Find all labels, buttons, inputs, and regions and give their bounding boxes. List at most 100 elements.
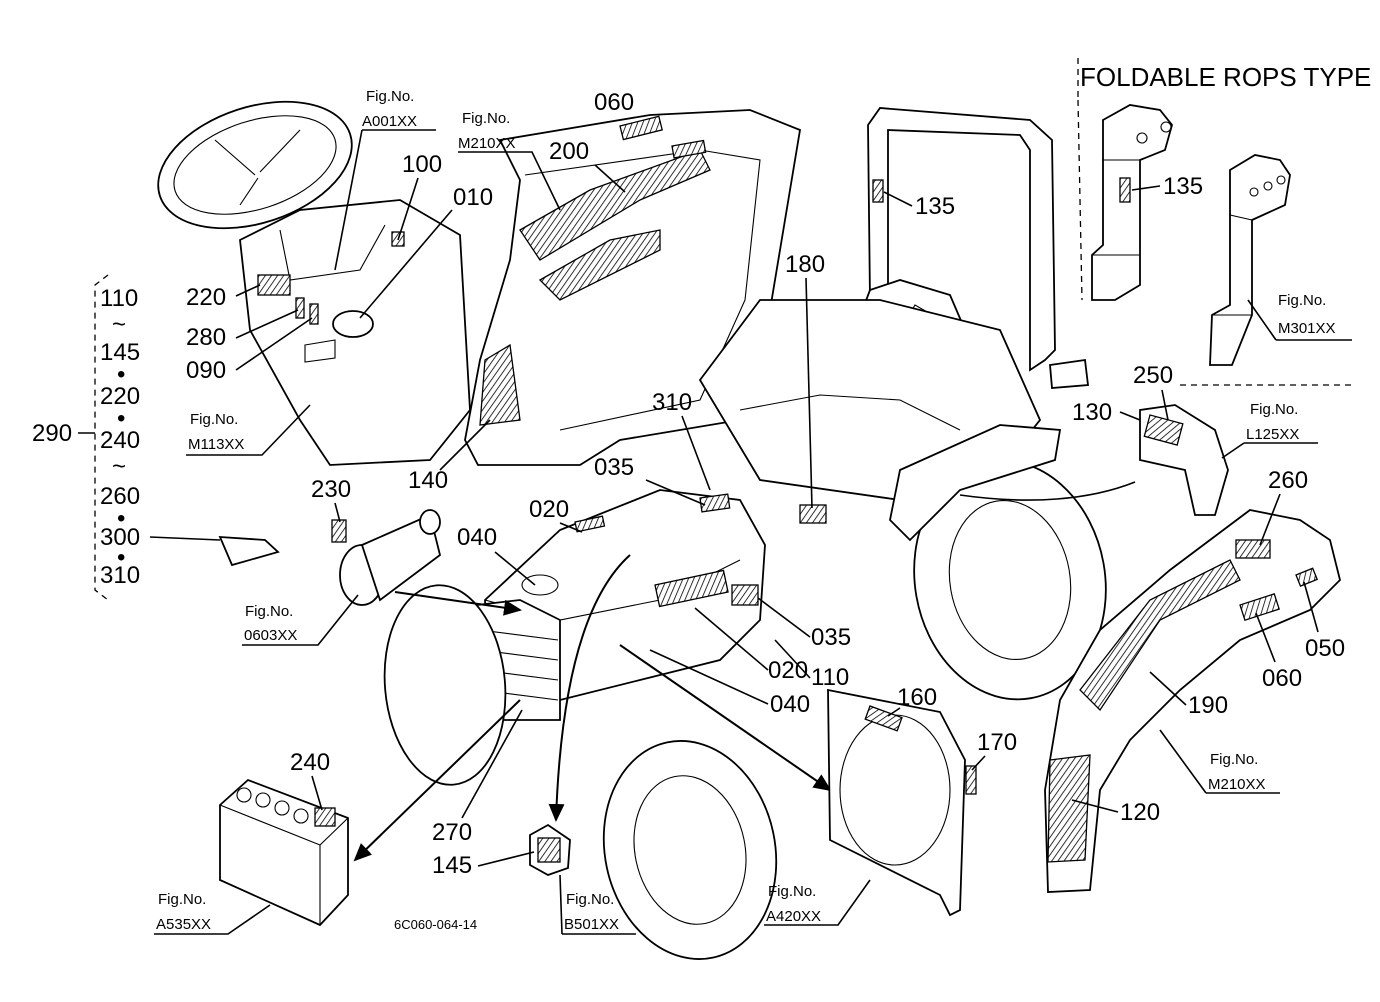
group-item-10: 300 [100,524,140,551]
decal-260 [1235,539,1271,559]
part-label-120: 120 [1120,799,1160,826]
part-label-130: 130 [1072,399,1112,426]
fig-caption-a420: Fig.No. [768,883,816,900]
part-label-100: 100 [402,151,442,178]
decal-170 [965,765,977,795]
decal-145 [537,837,561,863]
fig-ref-m210-top: M210XX [458,135,516,152]
part-label-200: 200 [549,138,589,165]
manual-card [218,536,280,567]
group-290: 290 110 ~ 145 • 220 • 240 ~ 260 • 300 • … [32,274,280,601]
part-label-035-top: 035 [594,454,634,481]
leader-b501 [559,874,636,935]
leader-curve-l125 [959,481,1136,501]
fig-caption-0603: Fig.No. [245,603,293,620]
fig-caption-b501: Fig.No. [566,891,614,908]
part-label-220: 220 [186,284,226,311]
decal-140 [479,343,521,426]
leader-a535 [154,904,271,935]
drawing-number: 6C060-064-14 [394,917,477,932]
fig-ref-a535: A535XX [156,916,211,933]
group-item-11: • [117,544,125,571]
group-item-1: ~ [112,311,126,338]
decal-020-top [574,515,606,533]
arrow-b501 [548,554,631,822]
decal-230 [331,519,347,543]
leader-a420 [764,879,871,926]
fig-ref-m210-right: M210XX [1208,776,1266,793]
head-lamp [331,509,442,606]
decal-060-top [619,115,663,141]
group-item-7: ~ [112,453,126,480]
fig-ref-0603: 0603XX [244,627,297,644]
part-label-145: 145 [432,852,472,879]
part-label-050: 050 [1305,635,1345,662]
group-item-9: • [117,505,125,532]
part-label-180: 180 [785,251,825,278]
part-label-040-top: 040 [457,524,497,551]
decal-035-top [699,493,731,513]
arrow-a535 [353,699,521,862]
fig-ref-m113: M113XX [188,436,244,453]
part-label-250: 250 [1133,362,1173,389]
front-wheel-left [383,584,507,786]
leader-m210-top [458,151,561,211]
part-label-310: 310 [652,389,692,416]
fig-ref-m301: M301XX [1278,320,1336,337]
part-label-140: 140 [408,467,448,494]
decal-040-bottom [654,569,729,608]
decal-160 [864,705,903,732]
decal-135 [872,179,884,203]
part-label-020-bottom: 020 [768,657,808,684]
fig-caption-m301: Fig.No. [1278,292,1326,309]
part-label-290: 290 [32,420,72,447]
decal-190 [1079,559,1241,712]
group-item-4: 220 [100,383,140,410]
fig-ref-a420: A420XX [766,908,821,925]
fig-ref-l125: L125XX [1246,426,1299,443]
group-item-5: • [117,405,125,432]
decal-050 [1295,567,1319,587]
leader-0603 [242,594,359,646]
part-label-160: 160 [897,684,937,711]
arrow-a420 [619,644,832,792]
decal-240 [314,807,336,827]
rear-fender [889,424,1062,542]
part-label-230: 230 [311,476,351,503]
decal-120 [1047,754,1091,863]
decal-035-bottom [731,584,759,606]
leader-m210-right [1159,729,1280,794]
front-hood [476,489,766,721]
part-label-135: 135 [915,193,955,220]
fig-ref-a001: A001XX [362,113,417,130]
foldable-rops-inset: FOLDABLE ROPS TYPE 135 Fig.No. M301XX [1077,58,1371,386]
part-label-170: 170 [977,729,1017,756]
part-label-040-bottom: 040 [770,691,810,718]
part-label-035-bottom: 035 [811,624,851,651]
part-label-240: 240 [290,749,330,776]
inset-title: FOLDABLE ROPS TYPE [1080,62,1371,92]
part-label-060-right: 060 [1262,665,1302,692]
fig-caption-m113: Fig.No. [190,411,238,428]
fig-caption-m210-right: Fig.No. [1210,751,1258,768]
fig-caption-l125: Fig.No. [1250,401,1298,418]
part-label-190: 190 [1188,692,1228,719]
right-fender [1044,509,1341,893]
decal-060-right [1239,593,1281,622]
decal-180 [799,504,827,524]
part-label-090: 090 [186,357,226,384]
decal-250 [1143,414,1184,446]
b501-box [529,823,571,876]
fig-caption-m210-top: Fig.No. [462,110,510,127]
part-label-260: 260 [1268,467,1308,494]
key-switch [332,310,374,338]
inset-border-left-lower [1077,99,1083,301]
fig-ref-b501: B501XX [564,916,619,933]
rops-post-lower [1209,154,1291,366]
leader-a001 [334,129,436,271]
left-fender [464,109,802,466]
steering-wheel [157,100,353,230]
group-item-8: 260 [100,483,140,510]
